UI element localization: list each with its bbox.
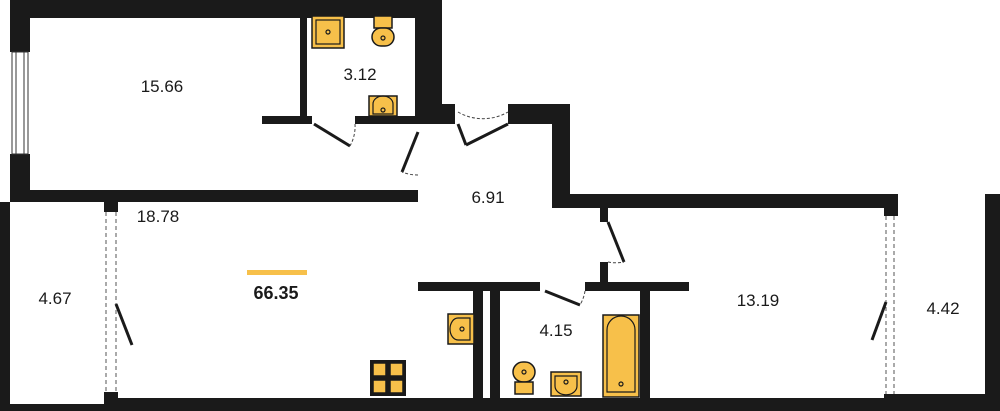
- loggia-left-area-label: 4.67: [38, 289, 71, 308]
- toilet-icon: [371, 15, 395, 47]
- window-living-room: [105, 212, 134, 392]
- windows: [11, 51, 895, 394]
- window-bedroom: [11, 51, 29, 155]
- bathtub-icon: [602, 314, 640, 398]
- total-area-label: 66.35: [253, 283, 298, 303]
- door-kitchen: [606, 221, 626, 264]
- shower-tray-icon: [311, 15, 345, 49]
- bathroom-top-area-label: 3.12: [343, 65, 376, 84]
- bedroom-area-label: 15.66: [141, 77, 184, 96]
- bathroom-bottom-area-label: 4.15: [539, 321, 572, 340]
- fixtures: [311, 15, 640, 398]
- door-bedroom: [313, 122, 356, 148]
- stove-icon: [370, 360, 406, 396]
- sink-icon: [550, 371, 582, 397]
- hallway-area-label: 6.91: [471, 188, 504, 207]
- door-entrance: [456, 111, 509, 147]
- sink-icon: [368, 95, 398, 117]
- door-bathroom-top: [400, 131, 420, 176]
- living-room-area-label: 18.78: [137, 207, 180, 226]
- window-kitchen: [870, 216, 895, 394]
- loggia-right-area-label: 4.42: [926, 299, 959, 318]
- area-labels: 15.66 3.12 6.91 18.78 4.67 4.15 13.19 4.…: [38, 65, 959, 340]
- door-bathroom-bottom: [544, 289, 586, 307]
- doors: [313, 111, 626, 307]
- kitchen-area-label: 13.19: [737, 291, 780, 310]
- total-area-accent: [247, 270, 307, 275]
- sink-icon: [447, 313, 475, 345]
- toilet-icon: [512, 361, 536, 395]
